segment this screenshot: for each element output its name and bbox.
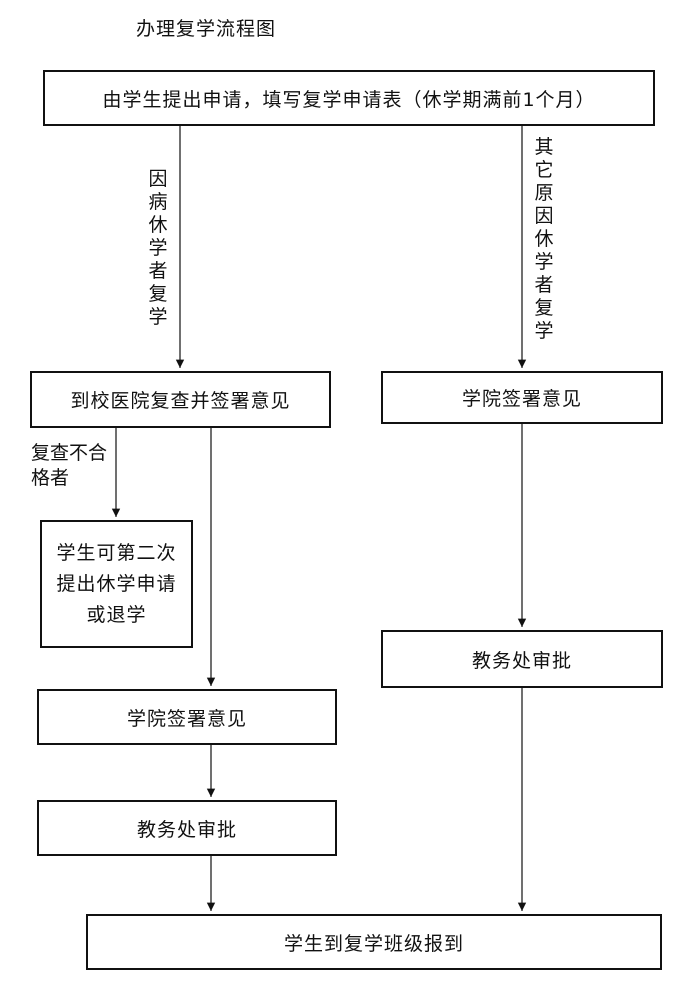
node-second-apply: 学生可第二次提出休学申请或退学 [40, 520, 193, 648]
label-other-branch: 其它原因休学者复学 [534, 136, 554, 342]
label-illness-branch: 因病休学者复学 [148, 168, 168, 328]
node-report: 学生到复学班级报到 [86, 914, 662, 970]
node-hospital-review: 到校医院复查并签署意见 [30, 371, 331, 428]
node-college-sign-left: 学院签署意见 [37, 689, 337, 745]
node-academic-approval-right: 教务处审批 [381, 630, 663, 688]
node-college-sign-right: 学院签署意见 [381, 371, 663, 424]
node-academic-approval-left: 教务处审批 [37, 800, 337, 856]
node-apply: 由学生提出申请，填写复学申请表（休学期满前1个月） [43, 70, 655, 126]
diagram-title: 办理复学流程图 [136, 18, 277, 40]
label-fail-branch: 复查不合格者 [31, 442, 108, 489]
